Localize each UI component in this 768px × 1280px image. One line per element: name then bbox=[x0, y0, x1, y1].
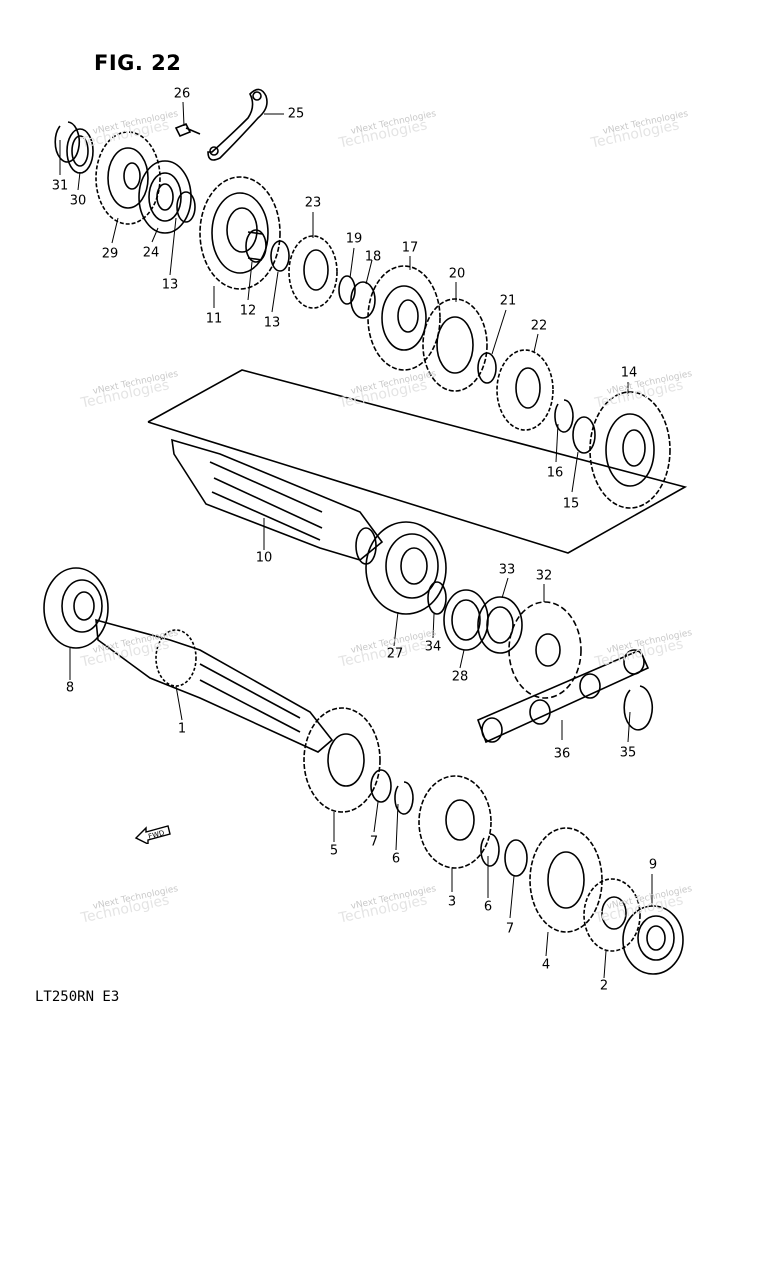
washer-7b bbox=[504, 839, 528, 877]
callout-9: 9 bbox=[648, 857, 658, 873]
callout-6a: 6 bbox=[391, 851, 401, 867]
circlip-6a bbox=[394, 781, 414, 815]
circlip-16 bbox=[554, 399, 574, 433]
callout-5: 5 bbox=[329, 843, 339, 859]
spacer-33 bbox=[477, 596, 523, 654]
callout-15: 15 bbox=[562, 496, 580, 512]
callout-33: 33 bbox=[498, 562, 516, 578]
callout-14: 14 bbox=[620, 365, 638, 381]
callout-31: 31 bbox=[51, 178, 69, 194]
callout-17: 17 bbox=[401, 240, 419, 256]
bearing-24 bbox=[138, 160, 192, 234]
callout-21: 21 bbox=[499, 293, 517, 309]
clip-34 bbox=[427, 581, 447, 615]
callout-20: 20 bbox=[448, 266, 466, 282]
gear-14 bbox=[589, 391, 671, 509]
bolt-26 bbox=[174, 122, 201, 138]
callout-19: 19 bbox=[345, 231, 363, 247]
callout-7a: 7 bbox=[369, 834, 379, 850]
clip-35 bbox=[623, 685, 653, 731]
callout-10: 10 bbox=[255, 550, 273, 566]
countershaft-group-outline bbox=[147, 369, 688, 554]
callout-36: 36 bbox=[553, 746, 571, 762]
bracket-25 bbox=[207, 88, 268, 161]
callout-6b: 6 bbox=[483, 899, 493, 915]
gear-11 bbox=[199, 176, 281, 290]
callout-1: 1 bbox=[177, 721, 187, 737]
callout-29: 29 bbox=[101, 246, 119, 262]
fwd-label: FWD bbox=[147, 829, 165, 841]
figure-title: FIG. 22 bbox=[94, 51, 182, 75]
callout-8: 8 bbox=[65, 680, 75, 696]
fwd-arrow-icon: FWD bbox=[134, 825, 171, 844]
washer-19 bbox=[338, 275, 356, 305]
callout-34: 34 bbox=[424, 639, 442, 655]
callout-13a: 13 bbox=[161, 277, 179, 293]
sprocket-32 bbox=[508, 601, 582, 699]
circlip-6b bbox=[480, 833, 500, 867]
washer-7a bbox=[370, 769, 392, 803]
model-code: LT250RN E3 bbox=[35, 989, 120, 1005]
gear-22 bbox=[496, 349, 554, 431]
countershaft-10 bbox=[171, 438, 384, 561]
drive-shaft-1 bbox=[95, 618, 334, 753]
callout-22: 22 bbox=[530, 318, 548, 334]
callout-7b: 7 bbox=[505, 921, 515, 937]
gear-5 bbox=[303, 707, 381, 813]
callout-13b: 13 bbox=[263, 315, 281, 331]
callout-24: 24 bbox=[142, 245, 160, 261]
gear-29 bbox=[95, 131, 161, 225]
washer-21 bbox=[477, 352, 497, 384]
callout-12: 12 bbox=[239, 303, 257, 319]
callout-30: 30 bbox=[69, 193, 87, 209]
bearing-8 bbox=[43, 567, 109, 649]
bearing-27 bbox=[365, 521, 447, 615]
needle-bearing-12 bbox=[245, 229, 267, 263]
washer-13b bbox=[270, 240, 290, 272]
callout-18: 18 bbox=[364, 249, 382, 265]
bushing-18 bbox=[350, 281, 376, 319]
callout-28: 28 bbox=[451, 669, 469, 685]
gear-23 bbox=[288, 235, 338, 309]
callout-25: 25 bbox=[287, 106, 305, 122]
gear-2 bbox=[583, 878, 641, 952]
gear-17 bbox=[367, 265, 441, 371]
bearing-9 bbox=[622, 905, 684, 975]
washer-15 bbox=[572, 416, 596, 454]
callout-35: 35 bbox=[619, 745, 637, 761]
gear-3 bbox=[418, 775, 492, 869]
callout-23: 23 bbox=[304, 195, 322, 211]
callout-27: 27 bbox=[386, 646, 404, 662]
callout-3: 3 bbox=[447, 894, 457, 910]
callout-16: 16 bbox=[546, 465, 564, 481]
gear-4 bbox=[529, 827, 603, 933]
callout-2: 2 bbox=[599, 978, 609, 994]
callout-32: 32 bbox=[535, 568, 553, 584]
callout-11: 11 bbox=[205, 311, 223, 327]
callout-26: 26 bbox=[173, 86, 191, 102]
callout-4: 4 bbox=[541, 957, 551, 973]
gear-20 bbox=[422, 298, 488, 392]
washer-13a bbox=[176, 191, 196, 223]
